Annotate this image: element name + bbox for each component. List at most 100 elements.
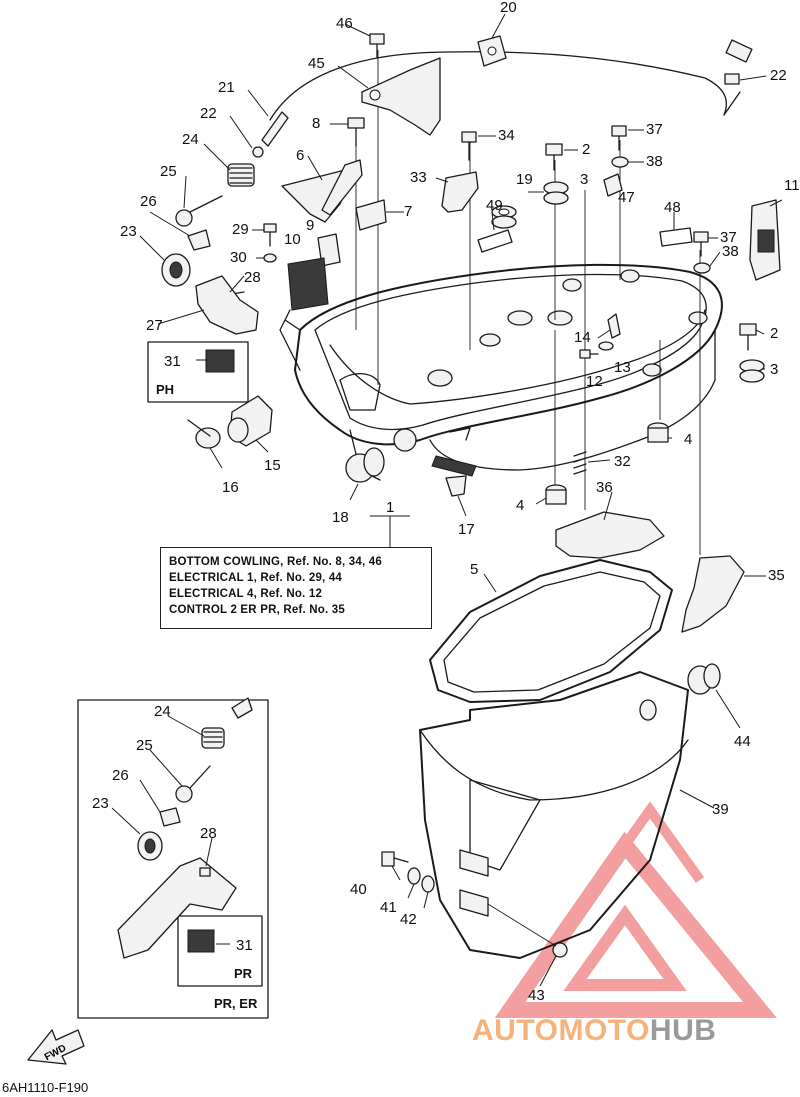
bracket-33-icon — [441, 171, 479, 213]
bolt-40-icon — [381, 851, 409, 867]
callout-5: 5 — [470, 561, 478, 578]
fwd-arrow-icon — [27, 1029, 85, 1065]
watermark-text: AUTOMOTOHUB — [472, 1014, 716, 1048]
clip-22-icon — [252, 146, 264, 158]
callout-26-inset: 26 — [112, 767, 129, 784]
bracket-11-icon — [749, 199, 781, 281]
bracket-45-icon — [361, 57, 441, 136]
reference-line: CONTROL 2 ER PR, Ref. No. 35 — [169, 604, 345, 616]
callout-31-inset: 31 — [236, 937, 253, 954]
callout-9: 9 — [306, 217, 314, 234]
callout-22-left: 22 — [200, 105, 217, 122]
washer-38-right-icon — [693, 262, 711, 274]
callout-18: 18 — [332, 509, 349, 526]
callout-numbers: 46 20 22 45 21 22 8 34 2 37 24 6 38 25 3… — [92, 0, 800, 1004]
clip-47-icon — [603, 173, 623, 197]
bolt-37-icon — [611, 125, 627, 151]
bolt-46-icon — [369, 33, 385, 59]
ph-inset-box — [147, 341, 249, 403]
bolt-37-right-icon — [693, 231, 709, 257]
callout-16: 16 — [222, 479, 239, 496]
grommet-44-icon — [687, 663, 721, 695]
callout-37-right: 37 — [720, 229, 737, 246]
bolt-8-icon — [347, 117, 365, 147]
hose-end — [723, 91, 741, 116]
callout-24-top: 24 — [182, 131, 199, 148]
variant-tag-ph: PH — [156, 382, 175, 397]
callout-20: 20 — [500, 0, 517, 16]
bracket-7-icon — [355, 199, 387, 231]
callout-24-inset: 24 — [154, 703, 171, 720]
callout-3-top: 3 — [580, 171, 588, 188]
callout-38-right: 38 — [722, 243, 739, 260]
pin-14-icon — [607, 313, 621, 339]
callout-22-top: 22 — [770, 67, 787, 84]
grommet-3-right-icon — [739, 359, 765, 383]
seal-5-icon — [429, 559, 673, 703]
callout-4-lower: 4 — [516, 497, 524, 514]
callout-37-top: 37 — [646, 121, 663, 138]
callout-34: 34 — [498, 127, 515, 144]
callout-44: 44 — [734, 733, 751, 750]
callout-47: 47 — [618, 189, 635, 206]
callout-26-top: 26 — [140, 193, 157, 210]
screw-25-icon — [175, 195, 223, 227]
callout-43: 43 — [528, 987, 545, 1004]
reference-line: ELECTRICAL 4, Ref. No. 12 — [169, 588, 323, 600]
fitting-22-top-icon — [724, 39, 753, 85]
label-48-icon — [659, 227, 693, 247]
fuel-hose — [269, 51, 728, 121]
washer-13-icon — [598, 341, 614, 351]
callout-29: 29 — [232, 221, 249, 238]
callout-45: 45 — [308, 55, 325, 72]
bolt-2-icon — [545, 143, 563, 171]
callout-35: 35 — [768, 567, 785, 584]
callout-10: 10 — [284, 231, 301, 248]
callout-11: 11 — [784, 177, 800, 194]
nut-43-icon — [552, 942, 568, 958]
plate-35-icon — [681, 555, 745, 633]
callout-15: 15 — [264, 457, 281, 474]
gear-24-icon — [227, 163, 255, 187]
callout-42: 42 — [400, 911, 417, 928]
reference-line: BOTTOM COWLING, Ref. No. 8, 34, 46 — [169, 556, 382, 568]
callout-14: 14 — [574, 329, 591, 346]
callout-2-right: 2 — [770, 325, 778, 342]
callout-40: 40 — [350, 881, 367, 898]
watermark-part-a: AUTOMOTO — [472, 1014, 650, 1047]
watermark-part-b: HUB — [649, 1014, 717, 1047]
bolt-29-icon — [263, 223, 277, 247]
bolt-2-right-icon — [739, 323, 757, 351]
hose-21-icon — [261, 111, 289, 147]
bolt-34-icon — [461, 131, 477, 161]
callout-19: 19 — [516, 171, 533, 188]
boot-23-icon — [161, 253, 191, 287]
bottom-cowling — [279, 263, 723, 481]
callout-28-inset: 28 — [200, 825, 217, 842]
callout-12: 12 — [586, 373, 603, 390]
callout-23-top: 23 — [120, 223, 137, 240]
callout-6: 6 — [296, 147, 304, 164]
grommet-15-icon — [227, 395, 273, 447]
callout-49: 49 — [486, 197, 503, 214]
spring-32-icon — [573, 451, 587, 475]
connector-31-ph-icon — [205, 349, 235, 373]
leader-lines — [111, 13, 783, 987]
collar-4-lower-icon — [545, 484, 567, 505]
callout-7: 7 — [404, 203, 412, 220]
callout-48: 48 — [664, 199, 681, 216]
washer-42-icon — [421, 875, 435, 893]
variant-tag-pr-er: PR, ER — [214, 996, 258, 1011]
collar-4-icon — [647, 422, 669, 443]
callout-4-right: 4 — [684, 431, 692, 448]
reference-box: BOTTOM COWLING, Ref. No. 8, 34, 46 ELECT… — [160, 547, 432, 629]
callout-28-top: 28 — [244, 269, 261, 286]
callout-1: 1 — [386, 499, 394, 516]
bracket-27-icon — [195, 275, 259, 335]
callout-36: 36 — [596, 479, 613, 496]
callout-2-top: 2 — [582, 141, 590, 158]
grommet-18-icon — [345, 447, 385, 483]
callout-23-inset: 23 — [92, 795, 109, 812]
callout-3-right: 3 — [770, 361, 778, 378]
